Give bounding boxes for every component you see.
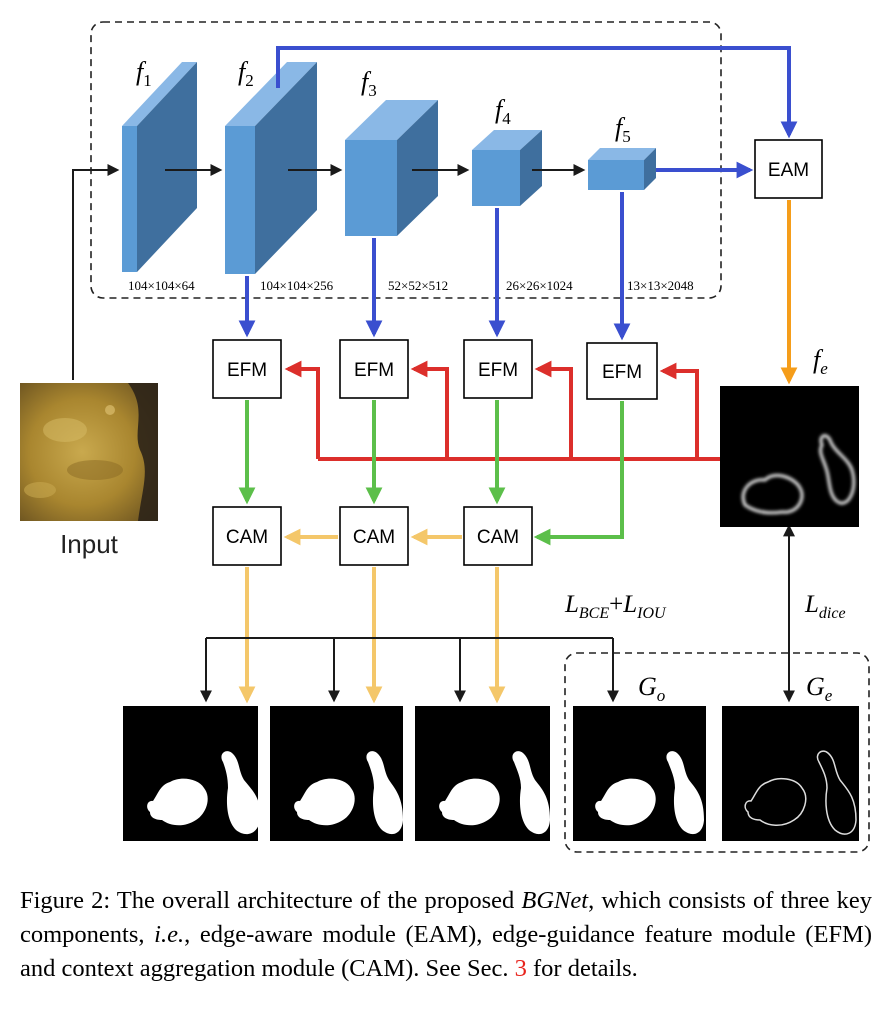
caption-text-1: , which consists of three key components… [20, 887, 872, 948]
dims-f4: 26×26×1024 [506, 278, 573, 293]
caption-section-link[interactable]: 3 [514, 955, 527, 982]
cam-label-1: CAM [226, 527, 268, 548]
edge-feature-map [720, 386, 859, 527]
architecture-diagram: f1 f2 f3 f4 f5 104×104×64 104×104×256 52… [20, 21, 870, 853]
efm-label-3: EFM [478, 360, 518, 381]
efm-label-1: EFM [227, 360, 267, 381]
figure-caption: Figure 2: The overall architecture of th… [20, 884, 872, 986]
red-arrows [284, 360, 720, 461]
caption-text-2: , edge-aware module (EAM), edge-guidance… [20, 921, 872, 982]
efm-label-2: EFM [354, 360, 394, 381]
prediction-map-3 [415, 706, 550, 841]
ground-truth-region [564, 652, 870, 853]
feature-block-f2 [225, 62, 317, 274]
dims-f5: 13×13×2048 [627, 278, 694, 293]
caption-prefix: Figure 2: The overall architecture of th… [20, 887, 522, 914]
feature-block-f4 [472, 130, 542, 206]
efm-box-4 [586, 342, 658, 400]
feature-label-f5: f5 [615, 113, 631, 146]
caption-suffix: for details. [526, 955, 638, 982]
dims-f1: 104×104×64 [128, 278, 195, 293]
feature-block-f1 [122, 62, 197, 272]
cam-label-2: CAM [353, 527, 395, 548]
prediction-map-1 [123, 706, 261, 841]
eam-label: EAM [768, 160, 809, 181]
caption-ie: i.e. [154, 921, 185, 948]
ground-truth-edge-map [722, 706, 859, 841]
dims-f3: 52×52×512 [388, 278, 448, 293]
efm-box-3 [463, 339, 533, 399]
supervision-arrows [200, 524, 795, 703]
loss-dice-label: Ldice [804, 591, 846, 622]
caption-model-name: BGNet [521, 887, 589, 914]
eam-box [754, 139, 823, 199]
efm-label-4: EFM [602, 362, 642, 383]
backbone-flow-arrows [72, 164, 586, 380]
feature-label-f4: f4 [495, 95, 511, 128]
feature-block-f3 [345, 100, 438, 236]
feature-block-f5 [588, 148, 656, 190]
feature-label-f1: f1 [136, 57, 152, 90]
feature-label-f2: f2 [238, 57, 254, 90]
gt-object-label: Go [638, 672, 665, 705]
ground-truth-object-map [573, 706, 706, 841]
input-label: Input [60, 529, 119, 559]
prediction-map-2 [270, 706, 403, 841]
loss-bce-iou-label: LBCE+LIOU [564, 591, 667, 622]
edge-feature-label: fe [813, 345, 828, 378]
green-arrows [238, 400, 624, 546]
efm-box-2 [339, 339, 409, 399]
cam-box-3 [463, 506, 533, 566]
backbone-region [90, 21, 722, 299]
feature-label-f3: f3 [361, 67, 377, 100]
blue-arrows [238, 46, 798, 341]
gt-edge-label: Ge [806, 672, 833, 705]
cam-box-1 [212, 506, 282, 566]
yellow-arrows [238, 528, 506, 704]
efm-box-1 [212, 339, 282, 399]
cam-box-2 [339, 506, 409, 566]
cam-label-3: CAM [477, 527, 519, 548]
input-image [20, 383, 158, 521]
dims-f2: 104×104×256 [260, 278, 334, 293]
